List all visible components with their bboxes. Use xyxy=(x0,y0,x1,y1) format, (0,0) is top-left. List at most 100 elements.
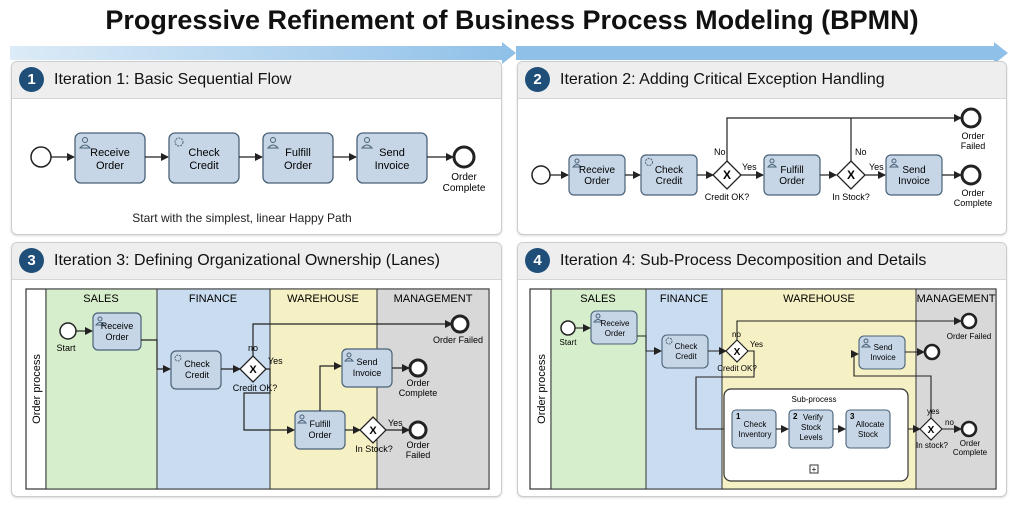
end-label-line: Order xyxy=(961,131,984,141)
no-label: no xyxy=(945,418,954,427)
task-send-invoice: Send Invoice xyxy=(341,348,393,388)
task-fulfill-order: Fulfill Order xyxy=(294,410,346,450)
task-receive-order: Receive Order xyxy=(568,154,626,196)
gear-icon xyxy=(665,337,673,345)
start-event xyxy=(531,165,551,185)
subtask-allocate-stock: 3 Allocate Stock xyxy=(845,409,891,449)
task-label-line: Receive xyxy=(579,165,616,176)
page-title: Progressive Refinement of Business Proce… xyxy=(105,5,919,35)
gateway-label: In stock? xyxy=(916,441,949,450)
gear-icon xyxy=(174,354,182,362)
panel-title: Iteration 4: Sub-Process Decomposition a… xyxy=(560,252,927,269)
subtask-verify-stock-levels: 2 Verify Stock Levels xyxy=(788,409,834,449)
panel-title: Iteration 2: Adding Critical Exception H… xyxy=(560,71,885,88)
panel-header: 4 Iteration 4: Sub-Process Decomposition… xyxy=(518,243,1006,280)
task-label-line: Order xyxy=(105,332,128,342)
gateway-label: Credit OK? xyxy=(705,192,750,202)
start-label: Start xyxy=(560,338,578,347)
task-label-line: Credit xyxy=(189,160,218,172)
gateway-x-icon: X xyxy=(723,168,731,182)
end-label-line: Order xyxy=(406,378,429,388)
end-event-complete xyxy=(408,358,428,378)
gateway-x-icon: X xyxy=(734,347,741,358)
user-icon xyxy=(266,137,280,149)
task-label-line: Order xyxy=(284,160,312,172)
subprocess: Sub-process 1 Check Inventory 2 Verify S… xyxy=(723,388,909,482)
end-label-line: Order xyxy=(960,439,981,448)
lane-label: MANAGEMENT xyxy=(394,293,473,305)
no-label: no xyxy=(732,330,741,339)
flow-arrow xyxy=(319,362,342,411)
step-badge: 2 xyxy=(525,67,550,92)
pool-label: Order process xyxy=(536,354,548,424)
subtask-label-line: Inventory xyxy=(739,430,772,439)
expand-glyph: + xyxy=(812,465,817,474)
lane-label: SALES xyxy=(83,293,118,305)
lane-label: FINANCE xyxy=(660,293,708,305)
task-label-line: Credit xyxy=(185,370,210,380)
flow-arrow xyxy=(736,317,962,340)
user-icon xyxy=(343,352,355,362)
subtask-label-line: Stock xyxy=(801,423,822,432)
task-label-line: Send xyxy=(379,147,405,159)
task-label-line: Send xyxy=(902,165,925,176)
end-event-complete xyxy=(960,420,978,438)
task-label-line: Order xyxy=(308,430,331,440)
lane-management xyxy=(376,288,490,490)
user-icon xyxy=(94,316,106,326)
gear-icon xyxy=(645,158,653,166)
end-event xyxy=(452,145,476,169)
task-check-credit: Check Credit xyxy=(661,334,709,369)
end-label-line: Order xyxy=(406,440,429,450)
yes-label: Yes xyxy=(869,162,884,172)
task-label-line: Invoice xyxy=(870,353,896,362)
task-label-line: Credit xyxy=(675,352,697,361)
subtask-label-line: Verify xyxy=(803,413,823,422)
task-label-line: Receive xyxy=(101,321,134,331)
yes-label: Yes xyxy=(268,356,283,366)
user-icon xyxy=(766,158,778,168)
lane-label: WAREHOUSE xyxy=(287,293,359,305)
lane-label: MANAGEMENT xyxy=(917,293,996,305)
task-label-line: Invoice xyxy=(375,160,410,172)
task-label-line: Order xyxy=(584,176,610,187)
gateway-credit-ok: X xyxy=(712,160,742,190)
user-icon xyxy=(360,137,374,149)
task-check-credit: Check Credit xyxy=(170,350,222,390)
step-badge: 3 xyxy=(19,248,44,273)
task-label-line: Check xyxy=(675,342,699,351)
subprocess-label: Sub-process xyxy=(792,395,837,404)
task-label-line: Invoice xyxy=(898,176,930,187)
end-event xyxy=(923,343,941,361)
panel-caption: Start with the simplest, linear Happy Pa… xyxy=(132,211,351,225)
yes-label: Yes xyxy=(750,340,763,349)
end-label: Order Failed xyxy=(947,332,991,341)
task-label-line: Order xyxy=(96,160,124,172)
task-fulfill-order: Fulfill Order xyxy=(763,154,821,196)
user-icon xyxy=(296,414,308,424)
user-icon xyxy=(860,338,872,348)
yes-label: Yes xyxy=(742,162,757,172)
end-label-line: Order xyxy=(961,188,984,198)
gateway-in-stock: X xyxy=(836,160,866,190)
gateway-credit-ok: X xyxy=(239,355,267,383)
expand-icon[interactable]: + xyxy=(809,464,819,474)
panel-iteration-2: 2 Iteration 2: Adding Critical Exception… xyxy=(517,61,1007,235)
task-label-line: Receive xyxy=(90,147,130,159)
diagram-iteration-3: Order process SALES FINANCE WAREHOUSE MA… xyxy=(25,288,490,490)
diagram-iteration-2: Receive Order Check Credit X Credit OK? … xyxy=(531,107,992,208)
panel-header: 1 Iteration 1: Basic Sequential Flow xyxy=(12,62,501,99)
task-label-line: Order xyxy=(605,329,626,338)
pool-label: Order process xyxy=(31,354,43,424)
gateway-in-stock: X xyxy=(919,417,943,441)
user-icon xyxy=(592,313,604,323)
gateway-label: Credit OK? xyxy=(233,383,278,393)
panel-iteration-1: 1 Iteration 1: Basic Sequential Flow Rec… xyxy=(11,61,502,235)
progress-arrow-left xyxy=(10,42,516,64)
panel-iteration-3: 3 Iteration 3: Defining Organizational O… xyxy=(11,242,502,497)
subtask-label-line: Levels xyxy=(799,433,822,442)
subtask-number: 3 xyxy=(850,412,855,421)
start-label: Start xyxy=(56,343,76,353)
no-label: no xyxy=(248,343,258,353)
lane-label: WAREHOUSE xyxy=(783,293,855,305)
